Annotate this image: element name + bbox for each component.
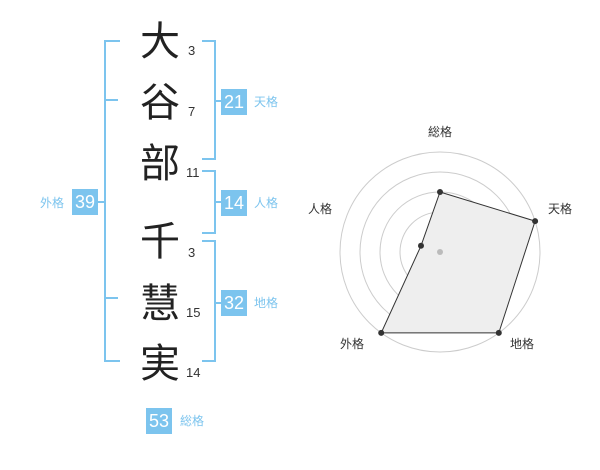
name-char-3: 部	[140, 141, 180, 187]
radar-point	[418, 242, 424, 249]
radar-axis-label-soukaku: 総格	[428, 125, 453, 139]
chikaku-bracket	[202, 240, 216, 362]
stroke-count-1: 3	[188, 43, 196, 58]
name-char-6: 実	[140, 341, 180, 387]
jinkaku-score-badge: 14	[221, 190, 248, 216]
jinkaku-bracket-connector	[214, 201, 222, 203]
gaikaku-bracket	[104, 40, 120, 362]
radar-point	[532, 218, 539, 225]
name-char-1: 大	[140, 19, 180, 65]
radar-point	[495, 329, 502, 336]
name-char-2: 谷	[140, 80, 180, 126]
gaikaku-label: 外格	[40, 196, 65, 210]
stroke-count-5: 15	[186, 305, 201, 320]
name-char-4: 千	[140, 219, 180, 265]
tenkaku-bracket-connector	[214, 100, 222, 102]
radar-grid-ring	[359, 171, 521, 333]
gaikaku-bracket-tick-2	[104, 297, 118, 299]
tenkaku-score-badge: 21	[221, 89, 248, 115]
radar-axis-label-tenkaku: 天格	[548, 202, 573, 216]
radar-area	[380, 191, 536, 334]
soukaku-score-badge: 53	[146, 408, 173, 434]
radar-grid-ring	[339, 151, 541, 353]
radar-axis-label-chikaku: 地格	[510, 337, 535, 351]
radar-grid-ring	[419, 231, 461, 273]
chikaku-score-badge: 32	[221, 290, 248, 316]
soukaku-label: 総格	[180, 414, 205, 428]
radar-center-point	[437, 249, 443, 255]
chikaku-label: 地格	[254, 296, 279, 310]
jinkaku-label: 人格	[254, 196, 279, 210]
radar-grid-ring	[399, 211, 481, 293]
stroke-count-2: 7	[188, 104, 196, 119]
stroke-count-4: 3	[188, 245, 196, 260]
stroke-count-3: 11	[186, 165, 200, 180]
radar-point	[437, 189, 443, 195]
tenkaku-label: 天格	[254, 95, 279, 109]
name-char-5: 慧	[140, 281, 180, 327]
radar-axis-label-jinkaku: 人格	[308, 202, 333, 216]
gaikaku-score-badge: 39	[72, 189, 99, 215]
stroke-count-6: 14	[186, 365, 201, 380]
radar-point	[378, 329, 385, 336]
radar-grid-ring	[379, 191, 501, 313]
gaikaku-bracket-connector	[92, 201, 106, 203]
radar-axis-label-gaikaku: 外格	[340, 337, 365, 351]
gaikaku-bracket-tick-1	[104, 99, 118, 101]
chikaku-bracket-connector	[214, 302, 222, 304]
